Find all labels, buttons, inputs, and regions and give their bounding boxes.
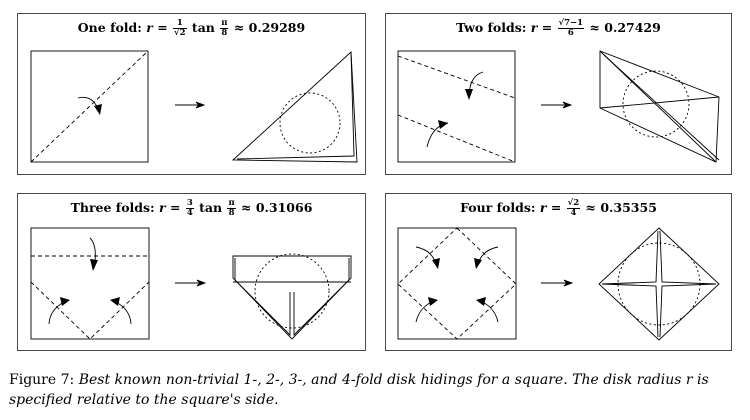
diagram-three-folds	[30, 227, 352, 340]
fold-arrowhead	[110, 297, 120, 306]
fold-diamond	[397, 227, 517, 340]
hidden-disk	[279, 92, 341, 154]
fold-edge	[234, 258, 291, 337]
unfolded-square	[397, 50, 516, 163]
fold-arrowhead	[428, 297, 438, 306]
fold-arrowhead	[432, 258, 440, 269]
diagram-one-fold	[30, 50, 358, 163]
folded-diamond	[598, 227, 720, 341]
fold-arrowhead	[60, 297, 70, 306]
hidden-disk	[622, 70, 690, 138]
fold-arrowhead	[94, 104, 102, 115]
fold-edge	[601, 230, 659, 285]
transition-arrowhead	[563, 279, 574, 287]
fold-line	[397, 114, 516, 163]
diagram-two-folds	[397, 50, 720, 163]
hidden-disk	[617, 242, 701, 326]
diagram-four-folds	[397, 227, 720, 341]
figure-label: Figure 7:	[9, 372, 75, 388]
folded-edge	[236, 51, 355, 160]
fold-arrowhead	[474, 258, 482, 269]
unfolded-square	[397, 227, 517, 340]
fold-edge	[599, 96, 720, 109]
fold-edge	[659, 230, 717, 285]
unfolded-square	[30, 227, 150, 340]
transition-arrowhead	[195, 101, 206, 109]
figure-caption-text: Best known non-trivial 1-, 2-, 3-, and 4…	[9, 372, 709, 408]
fold-arrowhead	[90, 259, 98, 271]
transition-arrowhead	[562, 101, 573, 109]
fold-arrow	[426, 122, 449, 148]
transition-arrowhead	[196, 279, 207, 287]
fold-edge	[659, 283, 717, 338]
fold-line	[30, 50, 149, 163]
fold-arrowhead	[476, 297, 486, 306]
fold-edge	[603, 54, 720, 161]
fold-line	[30, 281, 150, 340]
fold-arrowhead	[438, 120, 448, 129]
fold-arrowhead	[465, 89, 473, 100]
fold-arrow	[48, 299, 70, 325]
folded-shape	[232, 255, 352, 340]
fold-edge	[293, 258, 350, 337]
fold-edge	[601, 283, 659, 338]
unfolded-square	[30, 50, 149, 163]
hidden-disk	[254, 253, 330, 329]
figure-caption: Figure 7: Best known non-trivial 1-, 2-,…	[9, 370, 744, 410]
folded-triangle	[231, 51, 358, 163]
fold-line	[397, 55, 516, 99]
fold-arrow	[110, 299, 132, 325]
